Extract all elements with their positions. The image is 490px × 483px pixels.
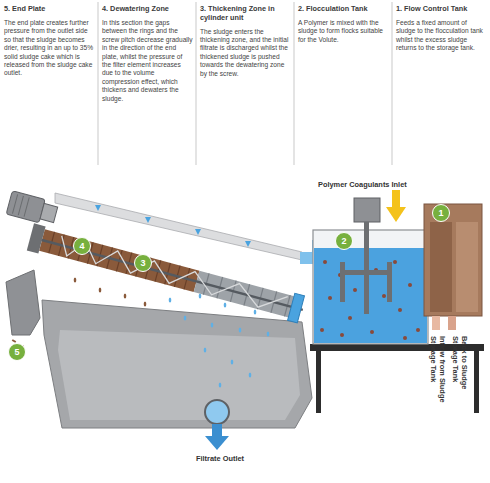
callout-circle: 1 (432, 204, 450, 222)
pipe-label: Inflow from Sludge Storage Tank (429, 336, 446, 406)
callout-circle: 4 (73, 237, 91, 255)
feed-chamber (456, 222, 478, 312)
callout-number: 4 (79, 242, 84, 251)
callout-number: 2 (341, 237, 346, 246)
base-trough (42, 300, 312, 428)
header-band (0, 0, 490, 168)
column-body: In this section the gaps between the rin… (102, 19, 193, 103)
column-body: The sludge enters the thickening zone, a… (200, 28, 291, 79)
pipe-label: Back to Sludge Storage Tank (451, 336, 468, 400)
polymer-arrow-head (386, 207, 406, 222)
callout-circle: 2 (335, 232, 353, 250)
outlet-pipe (205, 400, 229, 424)
inflow-pipe (432, 316, 440, 330)
column-separators (98, 2, 392, 165)
spray-nozzles (95, 205, 251, 247)
cake-chute (6, 270, 40, 335)
filtrate-drops (169, 294, 270, 388)
mixer (340, 198, 392, 314)
outlet-arrow-head (205, 436, 229, 450)
text-column: 5. End PlateThe end plate creates furthe… (4, 5, 95, 78)
callout-number: 3 (140, 259, 145, 268)
callout-number: 5 (14, 348, 19, 357)
column-heading: 3. Thickening Zone in cylinder unit (200, 5, 291, 23)
callout-circle: 5 (8, 343, 26, 361)
text-column: 2. Flocculation Tank A Polymer is mixed w… (298, 5, 389, 44)
column-body: The end plate creates further pressure f… (4, 19, 95, 78)
flocs (320, 260, 420, 340)
callout-circle: 3 (134, 254, 152, 272)
column-body: Feeds a fixed amount of sludge to the fl… (396, 19, 487, 53)
outlet-label: Filtrate Outlet (196, 455, 244, 464)
column-heading: 2. Flocculation Tank (298, 5, 389, 14)
column-heading: 5. End Plate (4, 5, 95, 14)
sludge-drops (74, 278, 147, 307)
column-heading: 1. Flow Control Tank (396, 5, 487, 14)
callout-number: 1 (438, 209, 443, 218)
column-heading: 4. Dewatering Zone (102, 5, 193, 14)
trough-inner (58, 330, 300, 420)
flocculation-tank (313, 230, 428, 344)
polymer-arrow-shaft (392, 190, 400, 208)
flow-control-tank (424, 204, 482, 316)
column-body: A Polymer is mixed with the sludge to fo… (298, 19, 389, 44)
drive-motor (6, 191, 59, 227)
screw-cylinder (27, 223, 307, 323)
outlet-arrow-shaft (212, 424, 222, 438)
text-column: 1. Flow Control TankFeeds a fixed amount… (396, 5, 487, 53)
return-pipe (448, 316, 456, 330)
text-column: 4. Dewatering Zone In this section the ga… (102, 5, 193, 103)
tank-water (314, 248, 427, 343)
inlet-label: Polymer Coagulants Inlet (318, 181, 407, 190)
text-column: 3. Thickening Zone in cylinder unitThe s… (200, 5, 291, 78)
overflow-weir (430, 222, 452, 312)
